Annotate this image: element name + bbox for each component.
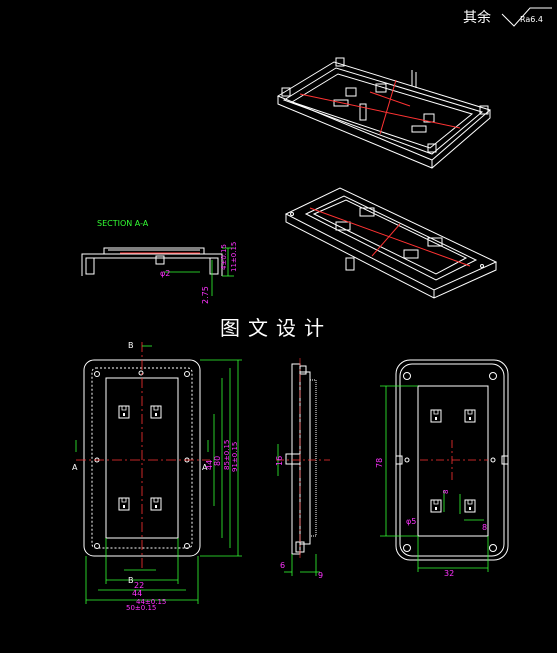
back-dim-height: 78 — [375, 458, 384, 468]
watermark: 图文设计 — [220, 316, 332, 340]
front-dim-b: B — [128, 576, 134, 585]
note-prefix: 其余 — [463, 9, 491, 26]
front-dim-w-total: 50±0.15 — [126, 604, 156, 612]
isometric-view-top — [276, 57, 492, 169]
back-view: 78 32 φ5 8 8 — [375, 359, 509, 578]
front-dim-w-inner: 22 — [134, 581, 144, 590]
note-roughness: Ra6.4 — [520, 15, 543, 24]
front-dim-h-inner: 44 — [205, 460, 214, 470]
section-depth: 2.75 — [201, 286, 210, 304]
roughness-note: 其余 Ra6.4 — [463, 7, 552, 27]
section-diameter: φ2 — [160, 269, 170, 278]
front-dim-h-outer: 85±0.15 — [223, 440, 231, 470]
front-mark-left: A — [72, 463, 78, 472]
front-dim-w-outer: 44±0.15 — [136, 598, 166, 606]
front-dim-h-total: 91±0.15 — [231, 442, 239, 472]
section-a-a: SECTION A-A φ2 2.75 4±0.15 11±0.15 — [81, 219, 238, 304]
front-view: B A A B 22 44 44±0.15 50±0.15 44 80 85±0… — [72, 341, 242, 612]
back-dim-slot: 8 — [482, 523, 487, 532]
side-dim-16: 16 — [275, 456, 284, 466]
back-dim-width: 32 — [444, 569, 454, 578]
side-view: 6 9 16 — [275, 358, 330, 580]
isometric-view-middle — [284, 187, 498, 299]
section-title: SECTION A-A — [97, 219, 149, 228]
side-dim-9: 9 — [318, 571, 323, 580]
back-dim-dia: φ5 — [406, 517, 416, 526]
back-dim-gap: 8 — [442, 490, 450, 494]
front-mark-right: A — [202, 463, 208, 472]
front-dim-h-mid: 80 — [213, 456, 222, 466]
section-tol-2: 11±0.15 — [230, 242, 238, 272]
side-dim-6: 6 — [280, 561, 285, 570]
front-dim-w-mid: 44 — [132, 589, 142, 598]
front-mark-top: B — [128, 341, 134, 350]
section-tol-1: 4±0.15 — [220, 244, 228, 270]
